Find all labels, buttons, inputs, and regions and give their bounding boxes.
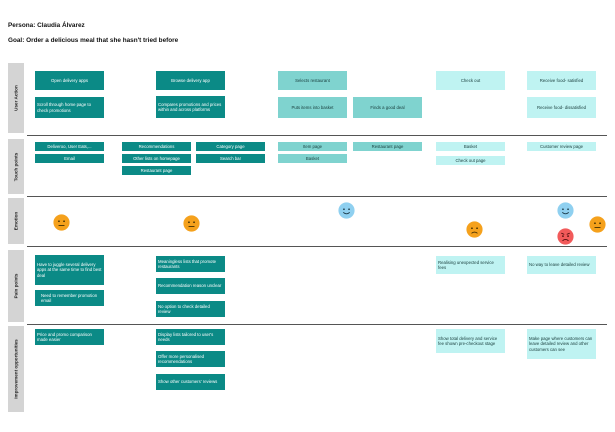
- sad-face-icon: [466, 221, 483, 238]
- action-open-apps: Open delivery apps: [35, 71, 104, 90]
- action-satisfied: Receive food- satisfied: [527, 71, 596, 90]
- action-browse: Browse delivery app: [156, 71, 225, 90]
- happy-face-icon: [338, 202, 355, 219]
- improve-reviews: Show other customers' reviews: [156, 374, 225, 390]
- improve-tailored: Display lists tailored to user's needs: [156, 329, 225, 345]
- improve-price: Price and promo comparison made easier: [35, 329, 104, 345]
- neutral-face-icon: [53, 214, 70, 231]
- happy-face-icon: [557, 202, 574, 219]
- improve-make-page: Make page where customers can leave deta…: [527, 329, 596, 359]
- improve-personalised: Offer more personalised recommendations: [156, 351, 225, 367]
- tp-basket: Basket: [278, 154, 347, 163]
- action-scroll: Scroll through home page to check promot…: [35, 97, 104, 118]
- pain-no-option: No option to check detailed review: [156, 301, 225, 317]
- tp-category: Category page: [196, 142, 265, 151]
- tp-review-page: Customer review page: [527, 142, 596, 151]
- row-label-touch-points: Touch points: [8, 139, 24, 194]
- persona-title: Persona: Claudia Álvarez: [8, 22, 85, 29]
- angry-face-icon: [557, 228, 574, 245]
- tp-other-lists: Other lists on homepage: [122, 154, 191, 163]
- divider: [27, 324, 607, 325]
- neutral-face-icon: [183, 215, 200, 232]
- action-dissatisfied: Receive food- dissatisfied: [527, 97, 596, 118]
- row-label-user-action: User Action: [8, 63, 24, 133]
- row-label-pain-points: Pain points: [8, 250, 24, 322]
- tp-restaurant-page-2: Restaurant page: [353, 142, 422, 151]
- tp-email: Email: [35, 154, 104, 163]
- tp-checkout-page: Check out page: [436, 156, 505, 165]
- goal-title: Goal: Order a delicious meal that she ha…: [8, 37, 179, 44]
- action-selects: Selects restaurant: [278, 71, 347, 90]
- action-compares: Compares promotions and prices within an…: [156, 96, 225, 118]
- pain-unclear: Recommendation reason unclear: [156, 278, 225, 294]
- pain-no-way: No way to leave detailed review: [527, 256, 596, 274]
- action-checkout: Check out: [436, 71, 505, 90]
- tp-item: Item page: [278, 142, 347, 151]
- tp-apps: Deliveroo, User Eats,...: [35, 142, 104, 151]
- tp-recommendations: Recommendations: [122, 142, 191, 151]
- tp-restaurant-page: Restaurant page: [122, 166, 191, 175]
- row-label-emotion: Emotion: [8, 198, 24, 244]
- divider: [27, 135, 607, 136]
- row-label-improvement: Improvement opportunities: [8, 326, 24, 412]
- tp-search: Search bar: [196, 154, 265, 163]
- neutral-face-icon: [589, 216, 606, 233]
- pain-juggle: Have to juggle several delivery apps at …: [35, 255, 104, 285]
- action-finds: Finds a good deal: [353, 97, 422, 118]
- tp-basket-2: Basket: [436, 142, 505, 151]
- divider: [27, 196, 607, 197]
- action-puts: Puts items into basket: [278, 97, 347, 118]
- pain-unexpected: Realising unexpected service fees: [436, 256, 505, 274]
- pain-remember: Need to remember promotion email: [35, 290, 104, 306]
- pain-meaningless: Meaningless lists that promote restauran…: [156, 256, 225, 272]
- improve-total: Show total delivery and service fee show…: [436, 329, 505, 353]
- divider: [27, 246, 607, 247]
